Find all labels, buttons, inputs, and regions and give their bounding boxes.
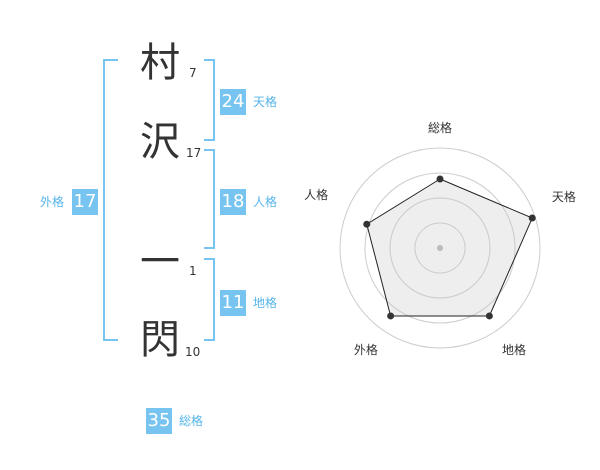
name-char-3: 一 xyxy=(140,239,180,285)
chikaku-bracket xyxy=(204,258,215,341)
stroke-count-2: 17 xyxy=(186,146,202,160)
stroke-count-3: 1 xyxy=(189,264,197,278)
radar-series-polygon xyxy=(366,178,533,317)
jinkaku-bracket xyxy=(204,149,215,249)
gaikaku-bracket xyxy=(103,59,118,341)
radar-axis-label-1: 総格 xyxy=(428,120,452,135)
radar-center-dot xyxy=(437,245,443,251)
radar-point-1 xyxy=(436,175,444,183)
soukaku-label: 総格 xyxy=(179,414,204,428)
gaikaku-value: 17 xyxy=(72,189,98,215)
chikaku-value: 11 xyxy=(220,290,246,316)
tenkaku-bracket xyxy=(204,59,215,141)
stroke-count-1: 7 xyxy=(189,66,197,80)
jinkaku-value: 18 xyxy=(220,189,246,215)
chikaku-label: 地格 xyxy=(253,296,278,310)
name-char-4: 閃 xyxy=(140,317,180,363)
radar-axis-label-3: 地格 xyxy=(502,342,526,357)
radar-point-5 xyxy=(363,220,371,228)
radar-axis-label-2: 天格 xyxy=(552,189,576,204)
radar-point-2 xyxy=(528,214,536,222)
radar-ring xyxy=(389,197,491,299)
radar-axis-label-5: 人格 xyxy=(304,187,328,202)
tenkaku-label: 天格 xyxy=(253,95,278,109)
jinkaku-label: 人格 xyxy=(253,195,278,209)
radar-point-3 xyxy=(485,312,493,320)
stroke-count-4: 10 xyxy=(185,345,201,359)
name-char-2: 沢 xyxy=(140,119,180,165)
tenkaku-value: 24 xyxy=(220,89,246,115)
radar-ring xyxy=(364,172,516,324)
name-char-1: 村 xyxy=(140,40,180,86)
radar-axis-label-4: 外格 xyxy=(354,342,378,357)
radar-ring xyxy=(339,147,541,349)
radar-ring xyxy=(414,222,466,274)
gaikaku-label: 外格 xyxy=(40,195,65,209)
soukaku-value: 35 xyxy=(146,408,172,434)
radar-point-4 xyxy=(387,312,395,320)
